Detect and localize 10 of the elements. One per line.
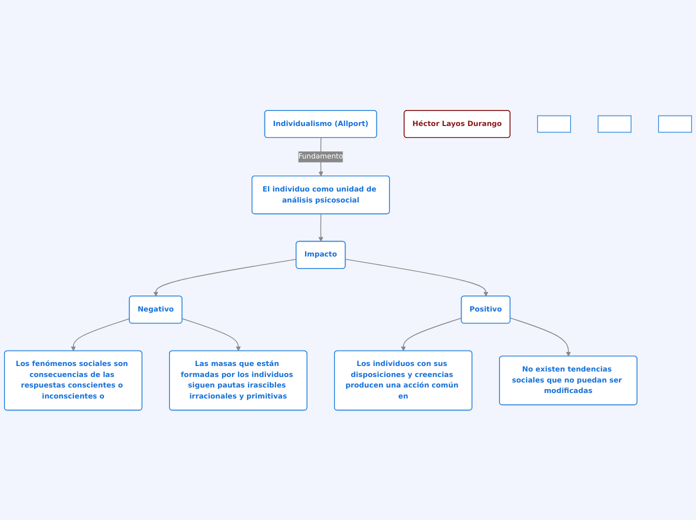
node-box <box>658 115 692 132</box>
arrow <box>153 258 297 296</box>
arrow <box>400 317 462 351</box>
node-box <box>598 115 632 132</box>
arrow <box>318 213 324 242</box>
arrow <box>182 318 241 351</box>
arrow <box>70 318 130 351</box>
arrow <box>345 258 488 296</box>
node-box <box>537 115 571 132</box>
arrow <box>510 317 571 356</box>
